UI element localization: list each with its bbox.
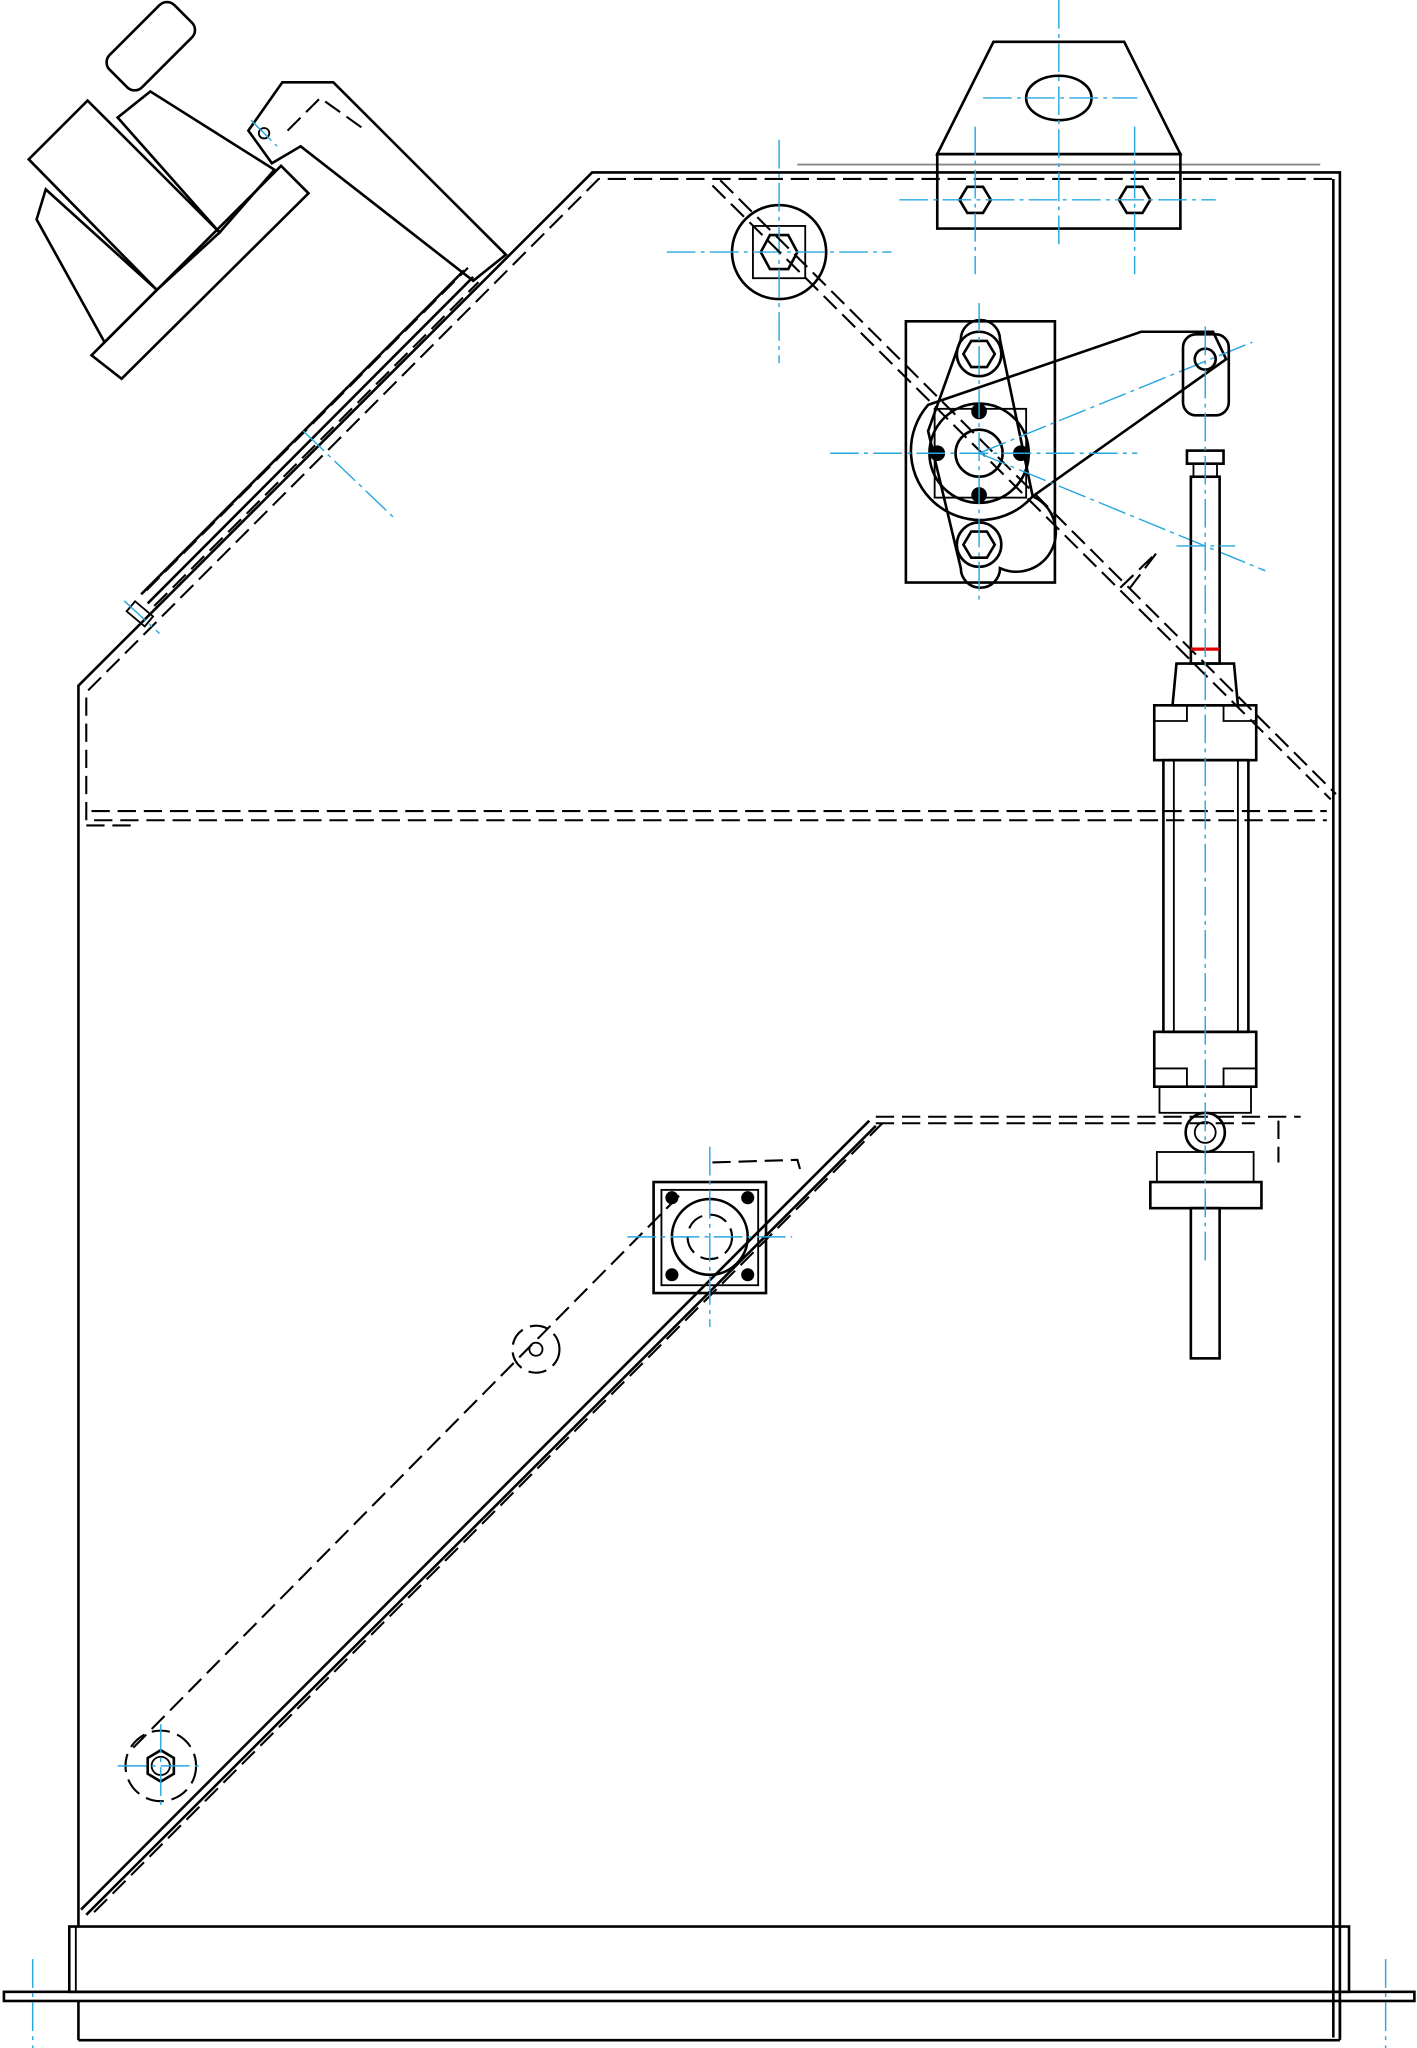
- bearing-plate: [627, 1146, 793, 1328]
- lower-pivot: [117, 1724, 204, 1808]
- middle-pivot: [511, 1324, 561, 1374]
- motor-assembly: [26, 0, 508, 381]
- top-bracket: [899, 0, 1216, 275]
- inclined-plate: [123, 267, 480, 634]
- pneumatic-cylinder: [1149, 326, 1263, 1360]
- lever-assembly: [830, 303, 1266, 604]
- base-frame: [2, 1925, 1416, 2048]
- housing-outline: [77, 163, 1342, 2038]
- lower-chute: [80, 1115, 1301, 1916]
- shaft-bearing: [666, 139, 1337, 801]
